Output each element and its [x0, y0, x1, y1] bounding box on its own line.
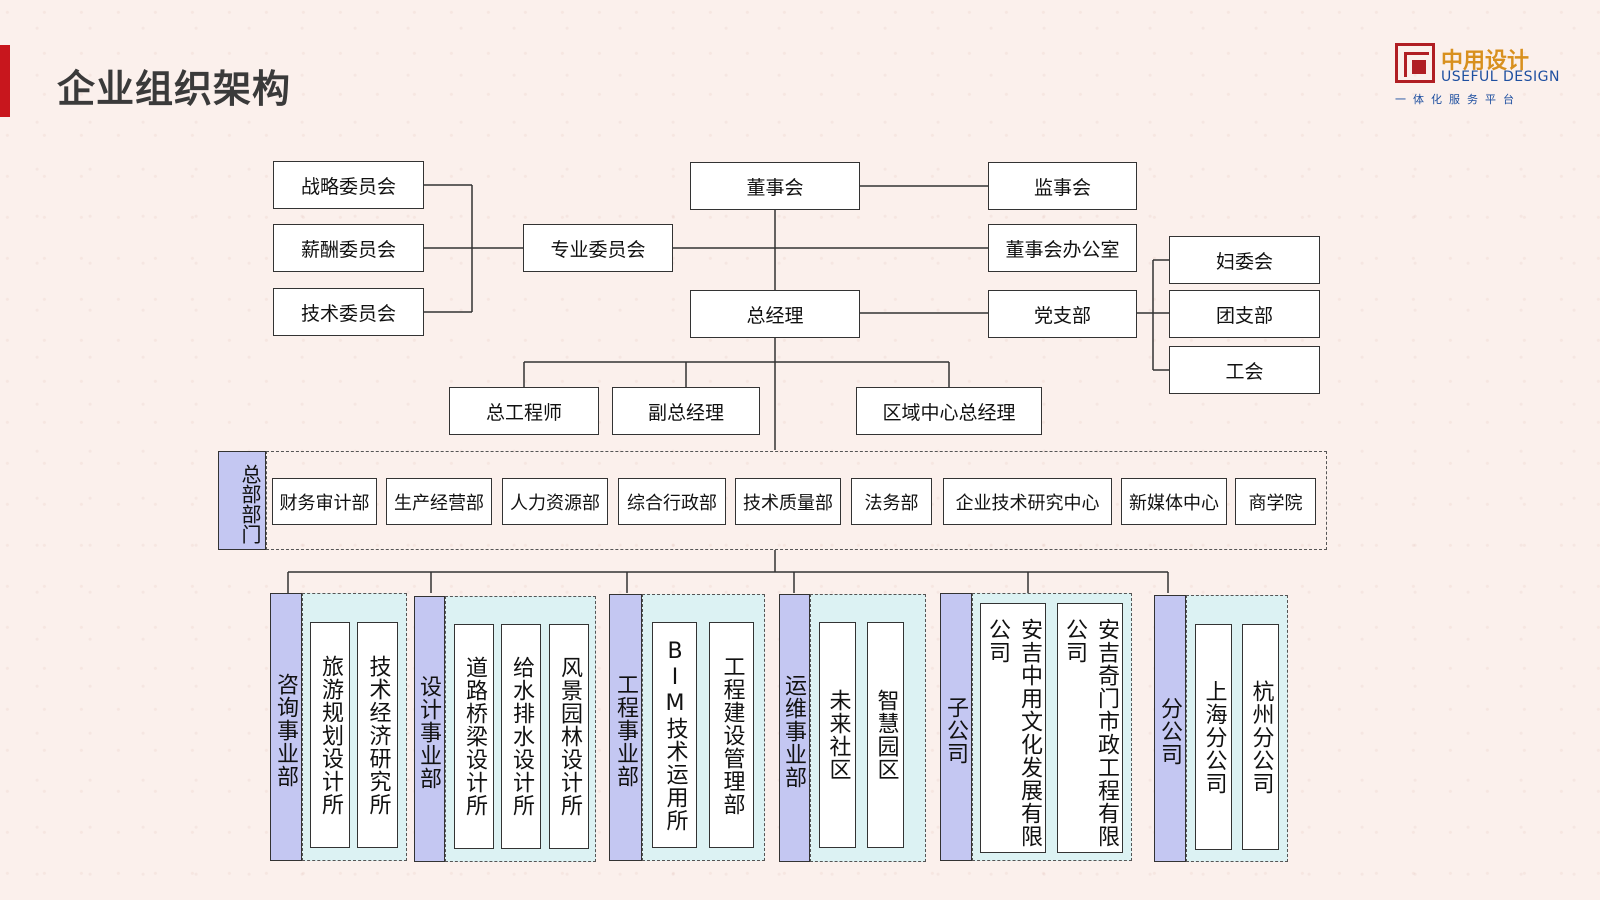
- logo-tagline: 一体化服务平台: [1395, 93, 1521, 106]
- logo-mark-icon: [1395, 43, 1435, 83]
- business-unit-card: 给水排水设计所: [501, 624, 541, 849]
- regional-gm-box: 区域中心总经理: [856, 387, 1042, 435]
- professional-committee-box: 专业委员会: [523, 224, 673, 272]
- business-unit-card: 安吉中用文化发展有限公司: [980, 603, 1046, 853]
- logo-name-en: USEFUL DESIGN: [1441, 69, 1560, 85]
- technology-committee-box: 技术委员会: [273, 288, 424, 336]
- operations-division-label: 运维事业部: [779, 594, 810, 862]
- business-unit-card: 安吉奇门市政工程有限公司: [1057, 603, 1123, 853]
- business-unit-card: 杭州分公司: [1242, 624, 1279, 850]
- compensation-committee-box: 薪酬委员会: [273, 224, 424, 272]
- chief-engineer-box: 总工程师: [449, 387, 599, 435]
- logo-name-cn: 中用设计: [1441, 49, 1530, 74]
- hq-departments-frame: [266, 451, 1327, 550]
- title-accent-bar: [0, 45, 10, 117]
- labor-union-box: 工会: [1169, 346, 1320, 394]
- hq-department: 人力资源部: [502, 478, 608, 525]
- engineering-division-label: 工程事业部: [609, 594, 642, 861]
- hq-department: 法务部: [851, 478, 932, 525]
- branches-label: 分公司: [1154, 595, 1186, 862]
- board-box: 董事会: [690, 162, 860, 210]
- supervisory-board-box: 监事会: [988, 162, 1137, 210]
- strategy-committee-box: 战略委员会: [273, 161, 424, 209]
- youth-league-box: 团支部: [1169, 290, 1320, 338]
- subsidiaries-label: 子公司: [940, 593, 972, 861]
- business-unit-card: 工程建设管理部: [709, 622, 754, 848]
- consulting-division-label: 咨询事业部: [270, 593, 302, 861]
- business-unit-card: BIM技术运用所: [652, 622, 697, 848]
- hq-department: 新媒体中心: [1121, 478, 1227, 525]
- company-logo: 中用设计 USEFUL DESIGN 一体化服务平台: [1395, 43, 1560, 106]
- hq-department: 商学院: [1235, 478, 1316, 525]
- hq-department: 财务审计部: [272, 478, 377, 525]
- business-unit-card: 上海分公司: [1195, 624, 1232, 850]
- business-unit-card: 智慧园区: [867, 622, 904, 848]
- general-manager-box: 总经理: [690, 290, 860, 338]
- board-office-box: 董事会办公室: [988, 224, 1137, 272]
- business-unit-card: 道路桥梁设计所: [454, 624, 494, 849]
- business-unit-card: 技术经济研究所: [357, 622, 398, 848]
- business-unit-card: 风景园林设计所: [549, 624, 589, 849]
- hq-department: 企业技术研究中心: [943, 478, 1112, 525]
- hq-label: 总部部门: [218, 451, 266, 550]
- business-unit-card: 未来社区: [819, 622, 856, 848]
- party-branch-box: 党支部: [988, 290, 1137, 338]
- page-title: 企业组织架构: [57, 67, 292, 111]
- hq-department: 生产经营部: [386, 478, 492, 525]
- design-division-label: 设计事业部: [414, 596, 445, 862]
- hq-department: 综合行政部: [618, 478, 726, 525]
- hq-department: 技术质量部: [735, 478, 841, 525]
- womens-committee-box: 妇委会: [1169, 236, 1320, 284]
- deputy-gm-box: 副总经理: [612, 387, 760, 435]
- business-unit-card: 旅游规划设计所: [310, 622, 350, 848]
